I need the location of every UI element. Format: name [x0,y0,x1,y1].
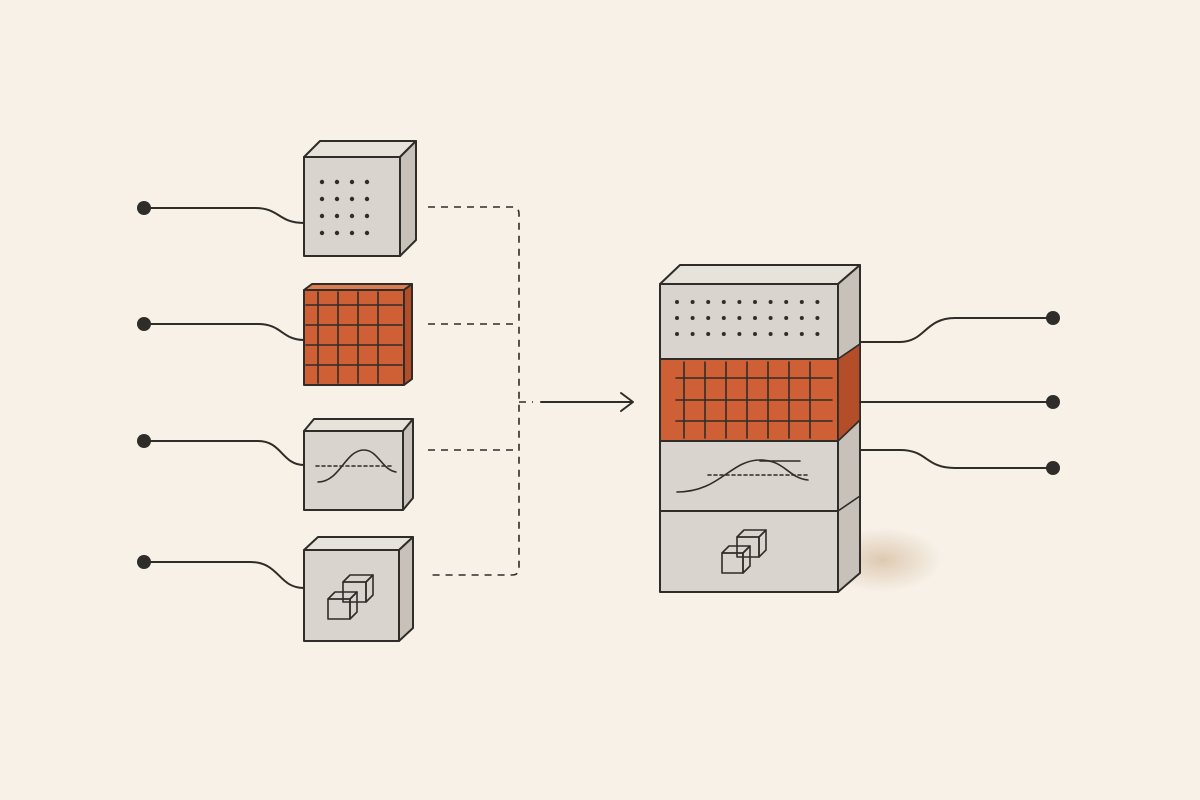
dot [768,300,773,304]
dot [784,300,789,304]
cubes-module [303,536,414,642]
dot [690,332,695,336]
dot [690,316,695,320]
output-connectors [859,311,1060,475]
dot [690,300,695,304]
line-grid-module [303,283,413,386]
dot [799,316,804,320]
dot [784,316,789,320]
dot [753,316,757,320]
dot [721,300,726,304]
dot [753,300,757,304]
dot [737,300,742,304]
dot [799,300,804,304]
curve-module [303,418,414,511]
dot [675,300,679,304]
dot [815,316,820,320]
dot [706,316,711,320]
dot [815,332,820,336]
dot [675,332,679,336]
dot-icon [1046,395,1060,409]
dot-grid-pattern [319,179,370,236]
arrow-right-icon [540,392,634,412]
stack-layer-dots [659,283,839,360]
dot [721,316,726,320]
curve-pattern [315,449,397,483]
dot [721,332,726,336]
stack-line-grid-pattern [675,361,833,439]
dot [675,316,679,320]
dot [737,316,742,320]
stack-layer-cubes [659,510,839,593]
dot [799,332,804,336]
output-stack [659,264,861,593]
line-grid-pattern [305,291,403,384]
input-connectors [137,201,305,589]
merge-bus [428,206,533,576]
cubes-icon [327,574,374,620]
dot [706,300,711,304]
dot [706,332,711,336]
dot [737,332,742,336]
stack-dot-grid-pattern [675,300,820,336]
dot-icon [1046,311,1060,325]
stack-layer-curve [659,440,839,512]
dot [815,300,820,304]
dot [768,332,773,336]
dot-grid-module [303,140,417,257]
dot [753,332,757,336]
stack-cubes-icon [721,529,767,574]
dot [768,316,773,320]
dot-icon [1046,461,1060,475]
stack-curve-pattern [676,459,809,493]
dot [784,332,789,336]
